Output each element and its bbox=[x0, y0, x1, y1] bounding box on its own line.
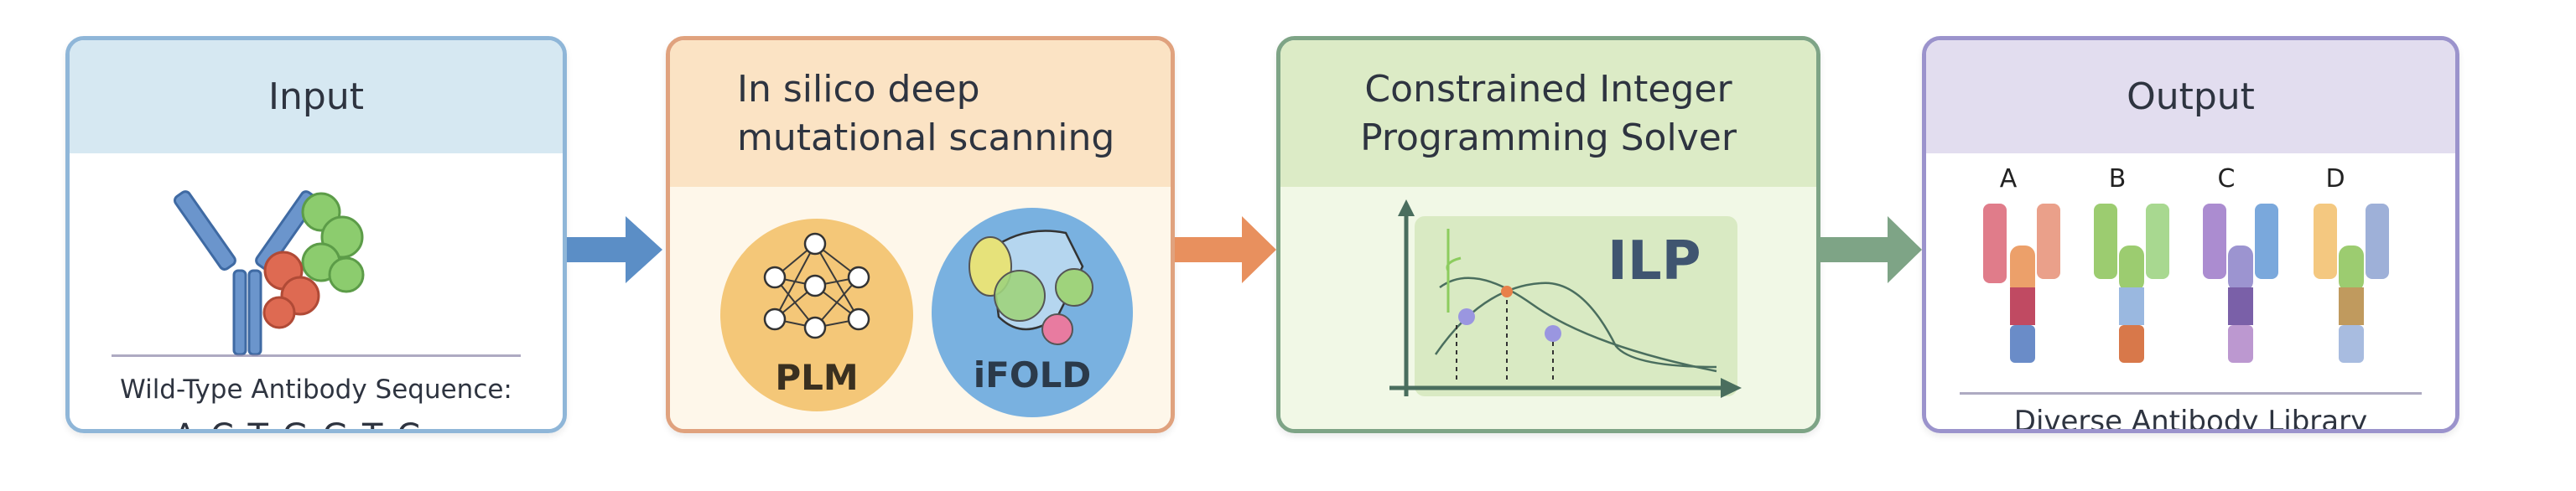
arrow-right-icon bbox=[1820, 216, 1922, 283]
variant-label-d: D bbox=[2325, 164, 2345, 194]
variant-label-a: A bbox=[2000, 164, 2018, 194]
solver-title-line2: Programming Solver bbox=[1360, 116, 1737, 159]
arrow-right-icon bbox=[1175, 216, 1276, 283]
variant-label-b: B bbox=[2109, 164, 2127, 194]
neural-network-icon bbox=[763, 232, 870, 339]
protein-fold-icon bbox=[969, 230, 1093, 345]
antibody-variants: A B C D bbox=[1983, 164, 2389, 363]
output-caption: Diverse Antibody Library bbox=[2013, 405, 2368, 433]
antibody-variant-c bbox=[2203, 204, 2278, 363]
dms-panel: In silico deep mutational scanning PLM bbox=[666, 36, 1175, 433]
antibody-variant-d bbox=[2314, 204, 2389, 363]
ifold-model: iFOLD bbox=[932, 208, 1133, 417]
antibody-variant-b bbox=[2094, 204, 2169, 363]
ifold-label: iFOLD bbox=[973, 354, 1092, 395]
solver-title-line1: Constrained Integer bbox=[1364, 67, 1732, 111]
optimization-plot-icon: ILP bbox=[1389, 199, 1742, 398]
antibody-antigen-icon bbox=[173, 190, 365, 356]
plm-model: PLM bbox=[720, 219, 913, 411]
ilp-solver-panel: Constrained Integer Programming Solver I… bbox=[1276, 36, 1820, 433]
dms-title-line2: mutational scanning bbox=[737, 116, 1115, 159]
input-caption: Wild-Type Antibody Sequence: bbox=[120, 375, 512, 405]
output-panel: Output A B C D Diverse Antibody Library bbox=[1922, 36, 2459, 433]
arrow-right-icon bbox=[567, 216, 662, 283]
variant-label-c: C bbox=[2218, 164, 2236, 194]
dms-title-line1: In silico deep bbox=[737, 67, 980, 111]
input-panel: Input Wild-Type Antibody Sequence: A C T… bbox=[65, 36, 567, 433]
ilp-label: ILP bbox=[1607, 230, 1701, 292]
plm-label: PLM bbox=[775, 357, 859, 398]
input-title: Input bbox=[70, 40, 563, 153]
input-sequence: A C T G G T C... bbox=[70, 417, 563, 429]
output-title: Output bbox=[1926, 40, 2455, 153]
divider bbox=[112, 354, 521, 357]
divider bbox=[1960, 392, 2422, 395]
antibody-variant-a bbox=[1983, 204, 2060, 363]
